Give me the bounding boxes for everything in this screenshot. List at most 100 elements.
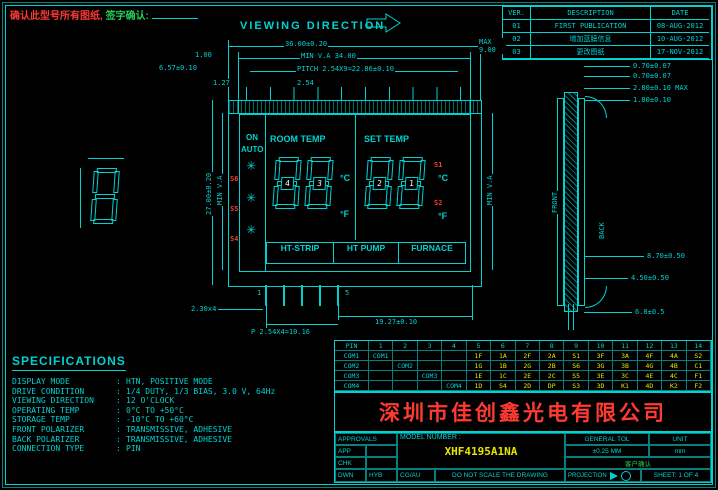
spec-label: FRONT POLARIZER xyxy=(12,424,85,434)
pin-table-cell: 4A xyxy=(662,351,687,361)
bottom-pins xyxy=(265,285,340,306)
spec-colon: : xyxy=(116,415,121,425)
segment-deg-c: °C xyxy=(438,173,449,183)
spec-label: DISPLAY MODE xyxy=(12,377,70,386)
pin-table-cell: S6 xyxy=(564,361,589,371)
leader-line xyxy=(584,66,630,67)
spec-label: DRIVE CONDITION xyxy=(12,386,85,396)
side-view-back-polarizer xyxy=(578,98,585,306)
detail-digit xyxy=(90,168,120,224)
pin-table-cell: COM2 xyxy=(393,361,418,371)
pin-table-cell: COM3 xyxy=(335,371,369,381)
pin-table-cell: K1 xyxy=(613,381,638,391)
pin-table-cell: 3D xyxy=(588,381,614,391)
spec-label: CONNECTION TYPE xyxy=(12,444,85,454)
digit-segment xyxy=(398,160,405,180)
digit-segment xyxy=(396,186,403,206)
spec-row: DISPLAY MODE:HTN, POSITIVE MODE xyxy=(12,377,275,387)
segment-auto: AUTO xyxy=(241,145,264,154)
pin-table-cell: K2 xyxy=(662,381,687,391)
pin-table-header-cell: 8 xyxy=(540,341,565,351)
revision-table: VER. DESCRIPTION DATE 01 FIRST PUBLICATI… xyxy=(502,6,712,60)
pin-table-cell: 1G xyxy=(466,361,492,371)
pin-table-cell: 4C xyxy=(662,371,687,381)
side-dim-h2: 4.50±0.50 xyxy=(630,274,670,282)
spec-value: -10°C TO +60°C xyxy=(126,415,194,425)
pin-table-cell xyxy=(369,371,394,381)
pin-table-cell: S2 xyxy=(686,351,711,361)
pin-table-cell: 4D xyxy=(637,381,663,391)
digit-segment xyxy=(387,160,394,180)
pin-table-cell xyxy=(417,361,443,371)
digit-segment xyxy=(419,160,426,180)
segment-marker-s2: S2 xyxy=(434,199,443,207)
digit-label: 1 xyxy=(404,177,419,190)
pin-table-cell: COM1 xyxy=(335,351,369,361)
dim-2-54: 2.54 xyxy=(296,79,315,87)
pin-table-header-cell: 1 xyxy=(369,341,394,351)
approvals-label: APPROVALS xyxy=(335,433,397,445)
cgau-label: CG/AU xyxy=(397,469,435,482)
pin-table-cell: 1A xyxy=(491,351,516,361)
ext-line xyxy=(338,306,339,320)
revision-desc: 更改图纸 xyxy=(531,46,651,59)
hyb-label: HYB xyxy=(366,469,397,482)
pin-table-cell xyxy=(442,371,467,381)
pin-table-cell xyxy=(369,361,394,371)
pin-table-cell: S4 xyxy=(491,381,516,391)
pin-table-cell: 4F xyxy=(637,351,663,361)
chk-signature-cell xyxy=(366,457,397,469)
dwn-label: DWN xyxy=(335,469,366,482)
seven-segment-digit: 1 xyxy=(396,157,426,209)
pin-table-cell xyxy=(442,361,467,371)
pin-table-header-cell: 2 xyxy=(393,341,418,351)
company-name: 深圳市佳创鑫光电有限公司 xyxy=(379,402,667,425)
digit-segment xyxy=(113,171,120,193)
pin-table-cell: 2D xyxy=(515,381,540,391)
side-view-glass xyxy=(564,92,578,312)
side-pin xyxy=(573,304,574,330)
spec-label: BACK POLARIZER xyxy=(12,434,80,444)
specifications-section: SPECIFICATIONS DISPLAY MODE:HTN, POSITIV… xyxy=(12,352,275,454)
signature-line xyxy=(151,8,198,19)
leader-line xyxy=(584,100,630,101)
pin-table-cell: 3F xyxy=(588,351,614,361)
segment-ht-strip: HT-STRIP xyxy=(267,243,334,263)
pin-table-cell: COM4 xyxy=(335,381,369,391)
segment-deg-c: °C xyxy=(340,173,351,183)
dim-va-height: MIN V.A xyxy=(216,174,224,206)
pin-table-cell: 1C xyxy=(491,371,516,381)
spec-value: 12 O'CLOCK xyxy=(126,396,175,406)
spec-row: BACK POLARIZER:TRANSMISSIVE, ADHESIVE xyxy=(12,435,275,445)
side-dim-h3: 6.8±0.5 xyxy=(634,308,666,316)
unit-label: UNIT xyxy=(649,433,711,445)
viewing-direction-label: VIEWING DIRECTION xyxy=(240,20,386,32)
pin-number-last: 5 xyxy=(344,289,351,297)
pin-table-cell: 3A xyxy=(613,351,638,361)
viewing-direction-arrow-icon xyxy=(366,13,401,33)
segment-ht-pump: HT PUMP xyxy=(334,243,399,263)
segment-marker-s4: S4 xyxy=(230,235,239,243)
digit-segment xyxy=(272,186,279,206)
ext-line xyxy=(472,285,473,320)
pin-table-cell xyxy=(417,381,443,391)
spec-value: TRANSMISSIVE, ADHESIVE xyxy=(126,424,232,434)
unit-value: mm xyxy=(649,445,711,457)
model-number-cell: MODEL NUMBER : XHF4195A1NA xyxy=(397,433,565,469)
pin-table-header-cell: 9 xyxy=(564,341,589,351)
segment-deg-f: °F xyxy=(438,211,448,221)
digit-segment xyxy=(304,186,311,206)
pin-table-cell: 3C xyxy=(613,371,638,381)
revision-date: 10-AUG-2012 xyxy=(651,33,709,46)
dim-6-57: 6.57±0.10 xyxy=(158,64,198,72)
digit-label: 2 xyxy=(372,177,387,190)
spec-row: FRONT POLARIZER:TRANSMISSIVE, ADHESIVE xyxy=(12,425,275,435)
pin-table-cell: 2G xyxy=(515,361,540,371)
pin-table-header-cell: 10 xyxy=(588,341,614,351)
dim-height: 27.00±0.20 xyxy=(205,171,213,216)
digit-segment xyxy=(366,160,373,180)
side-pin xyxy=(568,304,569,330)
dim-line-width xyxy=(228,46,480,47)
digit-segment xyxy=(325,186,332,206)
